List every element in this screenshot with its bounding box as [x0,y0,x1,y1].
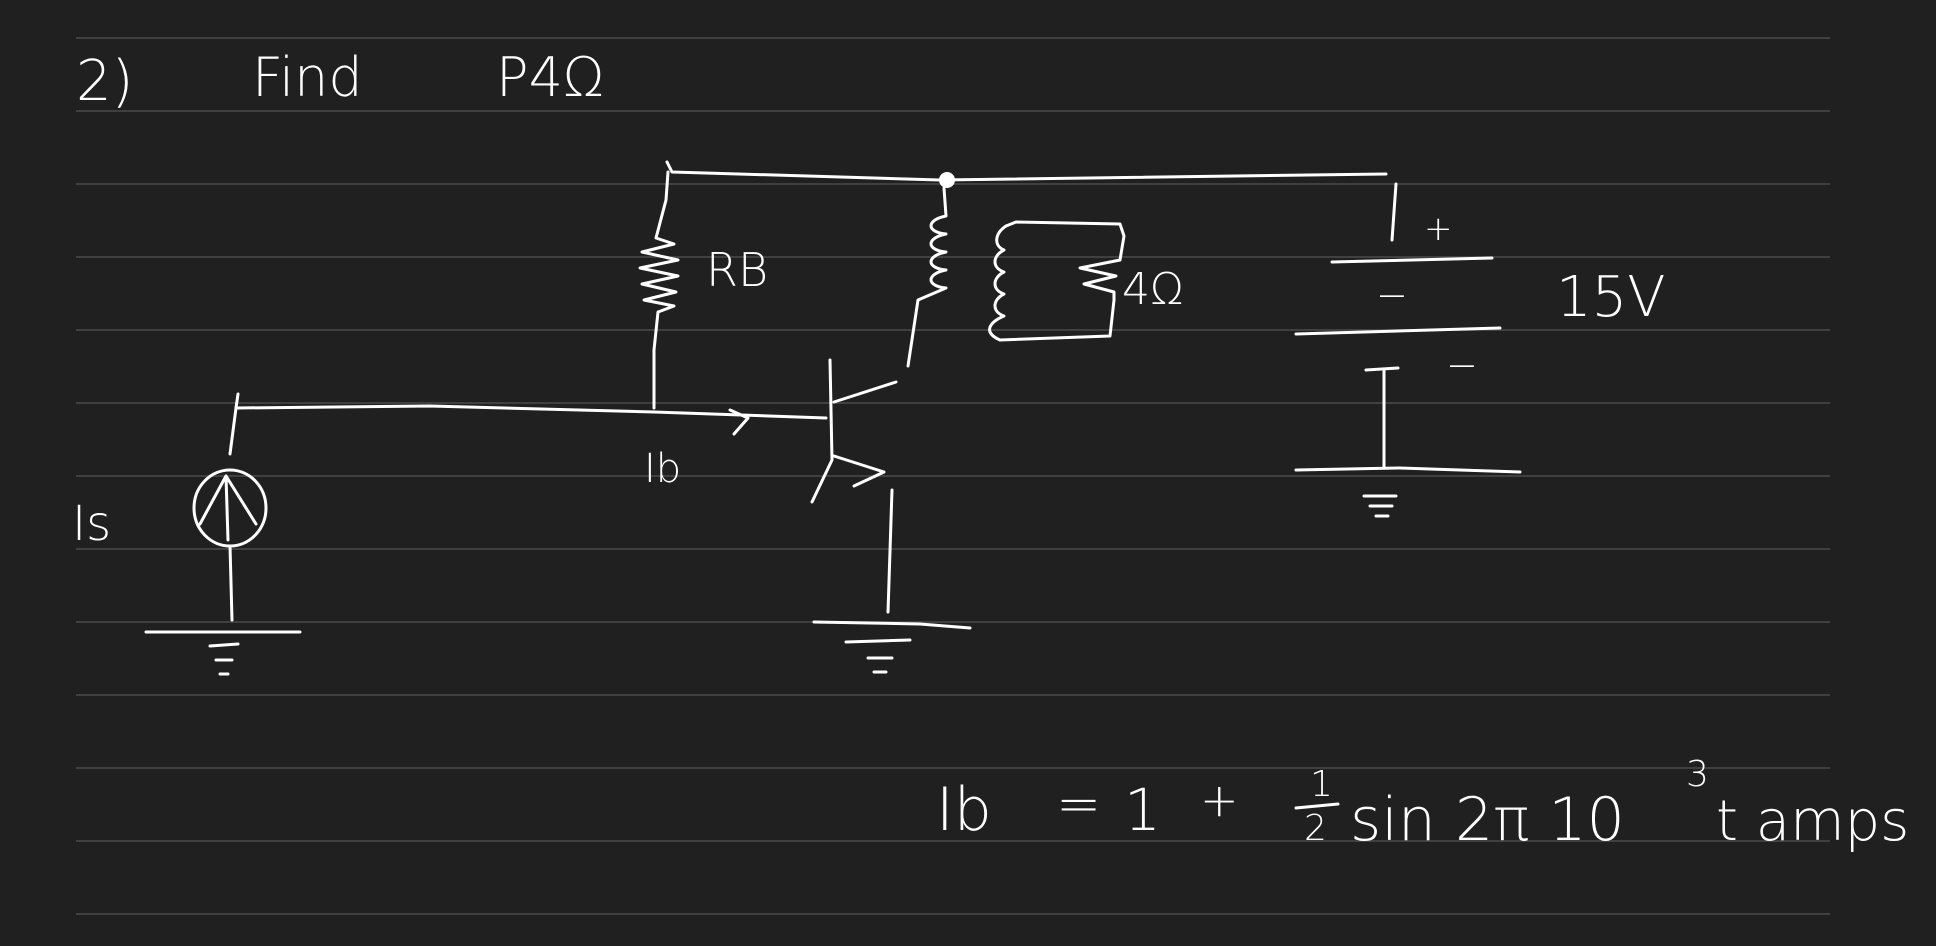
base-current-equation: Ib = 1 + 1 2 sin 2π 10 3 t amps [936,754,1909,855]
current-source-arrow [198,474,258,542]
equation-exponent: 3 [1686,754,1709,795]
rb-label: RB [706,243,768,297]
ruled-lines [76,37,1830,915]
battery-plate-1 [1330,256,1494,264]
problem-target: P4Ω [496,46,604,109]
battery-lower-lead [1364,366,1400,470]
source-current-label: Is [72,496,111,552]
problem-instruction: Find [252,46,363,109]
base-current-arrow [728,408,750,436]
equation-term1: 1 [1124,776,1161,844]
secondary-inductor [988,224,1008,342]
equation-term2: sin 2π 10 [1350,785,1625,855]
equation-fraction-numerator: 1 [1310,764,1333,805]
equation-lhs: Ib [936,775,992,845]
primary-inductor [906,186,948,368]
ground-bus-right [1294,466,1522,474]
transistor-base-bar [810,358,834,504]
base-current-label: Ib [644,446,681,492]
battery-top-lead [1390,182,1398,242]
equation-fraction-bar [1294,802,1340,810]
supply-minus-bottom: − [1446,343,1478,387]
ground-icon-emitter [812,620,972,674]
source-top-wire [228,392,240,456]
supply-voltage-label: 15V [1556,265,1666,330]
equation-fraction-denominator: 2 [1304,808,1327,849]
junction-node [939,172,955,188]
battery-plate-2 [1294,326,1502,336]
transistor-collector [832,380,898,404]
supply-plus-sign: + [1424,209,1453,249]
load-resistor-4ohm [1078,258,1122,302]
ground-icon-right [1362,494,1398,518]
supply-minus-top: − [1376,273,1408,317]
ground-icon-source [144,630,302,676]
load-resistor-label: 4Ω [1122,264,1184,315]
transistor-emitter [832,454,886,488]
emitter-wire [886,488,894,614]
rb-resistor [638,170,680,410]
top-rail-wire [665,160,1388,182]
problem-number: 2) [76,49,133,114]
equation-tail: t amps [1716,789,1909,854]
equation-equals: = [1056,772,1101,835]
equation-plus: + [1200,773,1239,827]
load-loop-wire [998,220,1126,342]
source-bottom-wire [228,544,234,622]
